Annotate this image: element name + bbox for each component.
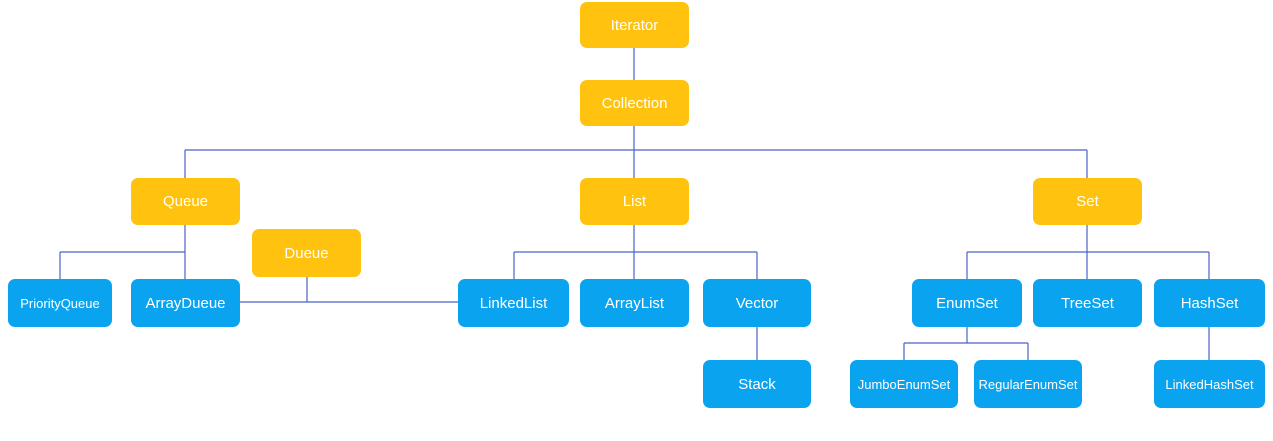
edge-set-children — [966, 225, 1210, 279]
node-set: Set — [1033, 178, 1142, 225]
edge-dueue-children — [240, 277, 458, 303]
node-vector: Vector — [703, 279, 811, 327]
node-dueue: Dueue — [252, 229, 361, 277]
node-stack: Stack — [703, 360, 811, 408]
node-treeset: TreeSet — [1033, 279, 1142, 327]
node-linkedhashset: LinkedHashSet — [1154, 360, 1265, 408]
node-iterator: Iterator — [580, 2, 689, 48]
edge-collection-children — [184, 126, 1088, 178]
edge-list-children — [513, 225, 758, 279]
node-enumset: EnumSet — [912, 279, 1022, 327]
edge-enumset-children — [903, 327, 1029, 360]
node-queue: Queue — [131, 178, 240, 225]
node-arraydueue: ArrayDueue — [131, 279, 240, 327]
node-linkedlist: LinkedList — [458, 279, 569, 327]
node-jumboenumset: JumboEnumSet — [850, 360, 958, 408]
node-arraylist: ArrayList — [580, 279, 689, 327]
node-hashset: HashSet — [1154, 279, 1265, 327]
edge-queue-children — [59, 225, 186, 279]
node-list: List — [580, 178, 689, 225]
node-regularenumset: RegularEnumSet — [974, 360, 1082, 408]
node-collection: Collection — [580, 80, 689, 126]
node-priorityqueue: PriorityQueue — [8, 279, 112, 327]
